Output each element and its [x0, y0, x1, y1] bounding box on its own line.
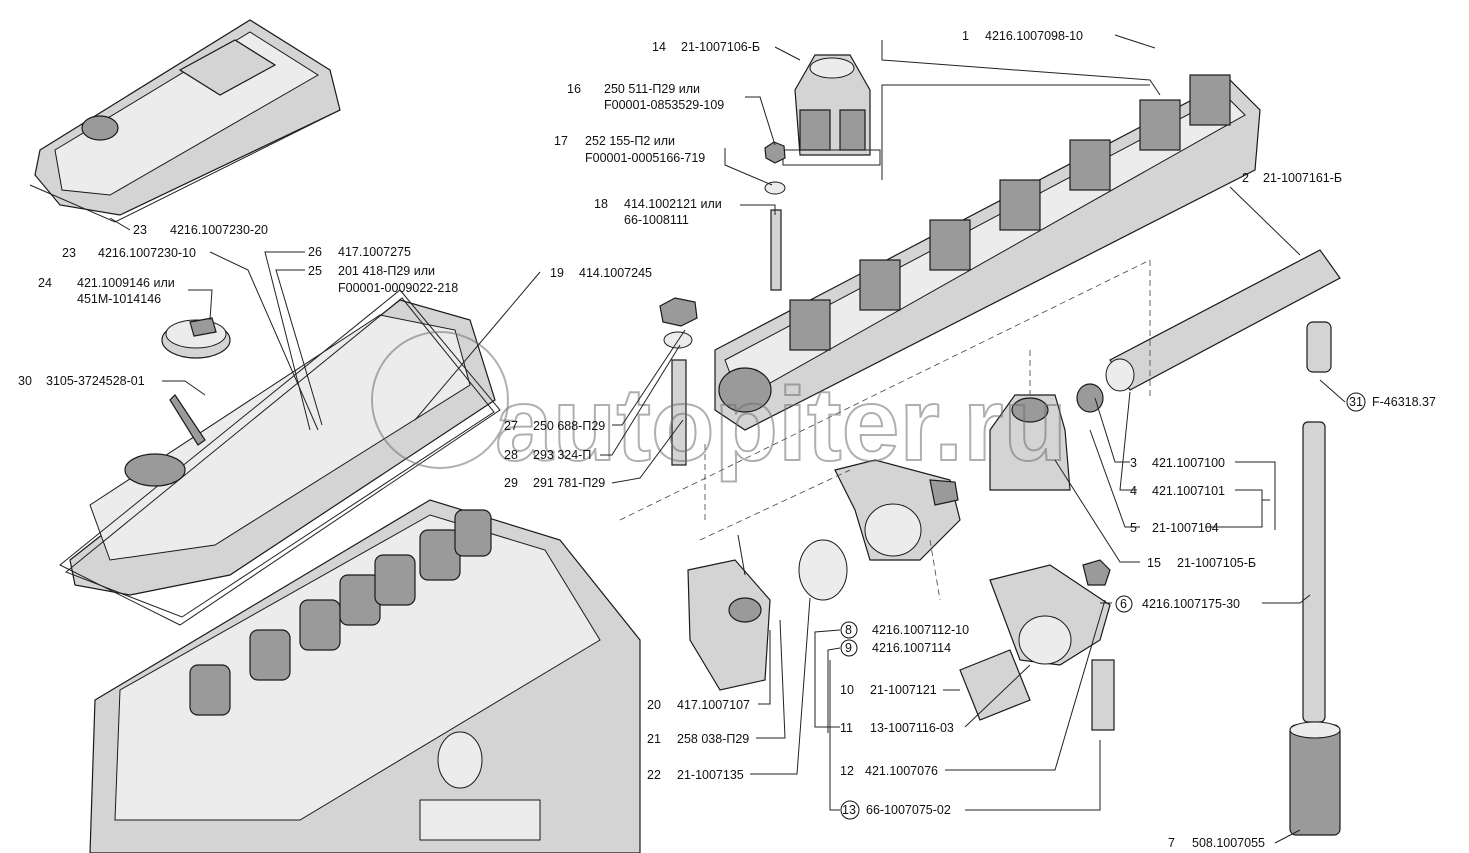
bracket-drawing — [989, 394, 1071, 491]
part-17-code2: F00001-0005166-719 — [585, 151, 705, 165]
rocker-arm-right-drawing — [959, 559, 1115, 731]
part-16-num: 16 — [567, 82, 581, 96]
leader-lines — [109, 34, 1346, 844]
part-28-code: 293 324-П — [533, 448, 591, 462]
part-13-code: 66-1007075-02 — [866, 803, 951, 817]
part-8-circle — [840, 621, 858, 639]
part-19-code: 414.1007245 — [579, 266, 652, 280]
part-1-num: 1 — [962, 29, 969, 43]
part-21-num: 21 — [647, 732, 661, 746]
part-26-code: 417.1007275 — [338, 245, 411, 259]
part-10-num: 10 — [840, 683, 854, 697]
part-5-code: 21-1007104 — [1152, 521, 1219, 535]
part-25-num: 25 — [308, 264, 322, 278]
watermark-logo — [371, 331, 509, 469]
part-8-code: 4216.1007112-10 — [872, 623, 969, 637]
part-31-num: 31 — [1349, 395, 1363, 409]
part-18-num: 18 — [594, 197, 608, 211]
part-4-code: 421.1007101 — [1152, 484, 1225, 498]
part-3-num: 3 — [1130, 456, 1137, 470]
part-7-num: 7 — [1168, 836, 1175, 850]
valve-cover-main-drawing — [59, 289, 501, 626]
alignment-lines — [619, 259, 1151, 601]
part-21-code: 258 038-П29 — [677, 732, 749, 746]
part-4-num: 4 — [1130, 484, 1137, 498]
push-rod-drawing — [1289, 321, 1341, 836]
part-29-num: 29 — [504, 476, 518, 490]
part-7-code: 508.1007055 — [1192, 836, 1265, 850]
part-29-code: 291 781-П29 — [533, 476, 605, 490]
part-17-num: 17 — [554, 134, 568, 148]
bracket-section-drawing — [782, 54, 881, 166]
part-9-num: 9 — [845, 641, 852, 655]
fasteners-drawing — [764, 141, 786, 291]
part-24-num: 24 — [38, 276, 52, 290]
rocker-arm-center-drawing — [834, 459, 961, 561]
part-23a-num: 23 — [133, 223, 147, 237]
part-17-code: 252 155-П2 или — [585, 134, 675, 148]
part-12-num: 12 — [840, 764, 854, 778]
engine-block-drawing — [89, 499, 641, 853]
part-23b-num: 23 — [62, 246, 76, 260]
part-16-code: 250 511-П29 или — [604, 82, 700, 96]
part-6-code: 4216.1007175-30 — [1142, 597, 1240, 611]
part-8-num: 8 — [845, 623, 852, 637]
part-9-circle — [840, 639, 858, 657]
part-26-num: 26 — [308, 245, 322, 259]
part-14-code: 21-1007106-Б — [681, 40, 760, 54]
part-2-code: 21-1007161-Б — [1263, 171, 1342, 185]
part-11-code: 13-1007116-03 — [870, 721, 954, 735]
part-23b-code: 4216.1007230-10 — [98, 246, 196, 260]
part-31-circle — [1346, 392, 1366, 412]
part-labels: 1 4216.1007098-10 2 21-1007161-Б 3 421.1… — [18, 29, 1436, 850]
part-27-num: 27 — [504, 419, 518, 433]
part-23a-code: 4216.1007230-20 — [170, 223, 268, 237]
rocker-shaft-assembly-drawing — [714, 74, 1261, 431]
part-6-circle — [1115, 595, 1133, 613]
part-18-code2: 66-1008111 — [624, 213, 689, 227]
part-6-num: 6 — [1120, 597, 1127, 611]
part-13-circle — [840, 800, 860, 820]
part-25-code2: F00001-0009022-218 — [338, 281, 458, 295]
part-18-code: 414.1002121 или — [624, 197, 722, 211]
part-30-code: 3105-3724528-01 — [46, 374, 145, 388]
part-14-num: 14 — [652, 40, 666, 54]
part-11-num: 11 — [840, 721, 853, 735]
part-28-num: 28 — [504, 448, 518, 462]
part-25-code: 201 418-П29 или — [338, 264, 435, 278]
part-20-num: 20 — [647, 698, 661, 712]
part-24-code2: 451М-1014146 — [77, 292, 161, 306]
part-5-num: 5 — [1130, 521, 1137, 535]
part-31-code: F-46318.37 — [1372, 395, 1436, 409]
part-30-num: 30 — [18, 374, 32, 388]
rocker-post-drawing — [687, 534, 848, 691]
part-1-code: 4216.1007098-10 — [985, 29, 1083, 43]
part-15-num: 15 — [1147, 556, 1161, 570]
part-2-num: 2 — [1242, 171, 1249, 185]
rocker-shaft-drawing — [1076, 249, 1341, 413]
valve-cover-top-drawing — [29, 19, 341, 223]
part-12-code: 421.1007076 — [865, 764, 938, 778]
part-16-code2: F00001-0853529-109 — [604, 98, 724, 112]
part-24-code: 421.1009146 или — [77, 276, 175, 290]
part-15-code: 21-1007105-Б — [1177, 556, 1256, 570]
part-9-code: 4216.1007114 — [872, 641, 951, 655]
part-3-code: 421.1007100 — [1152, 456, 1225, 470]
part-27-code: 250 688-П29 — [533, 419, 605, 433]
part-13-num: 13 — [842, 803, 856, 817]
oil-filler-cap-drawing — [161, 317, 231, 359]
part-22-num: 22 — [647, 768, 661, 782]
part-22-code: 21-1007135 — [677, 768, 744, 782]
part-10-code: 21-1007121 — [870, 683, 937, 697]
watermark-text: autopiter.ru — [495, 367, 1067, 483]
part-20-code: 417.1007107 — [677, 698, 750, 712]
part-19-num: 19 — [550, 266, 564, 280]
